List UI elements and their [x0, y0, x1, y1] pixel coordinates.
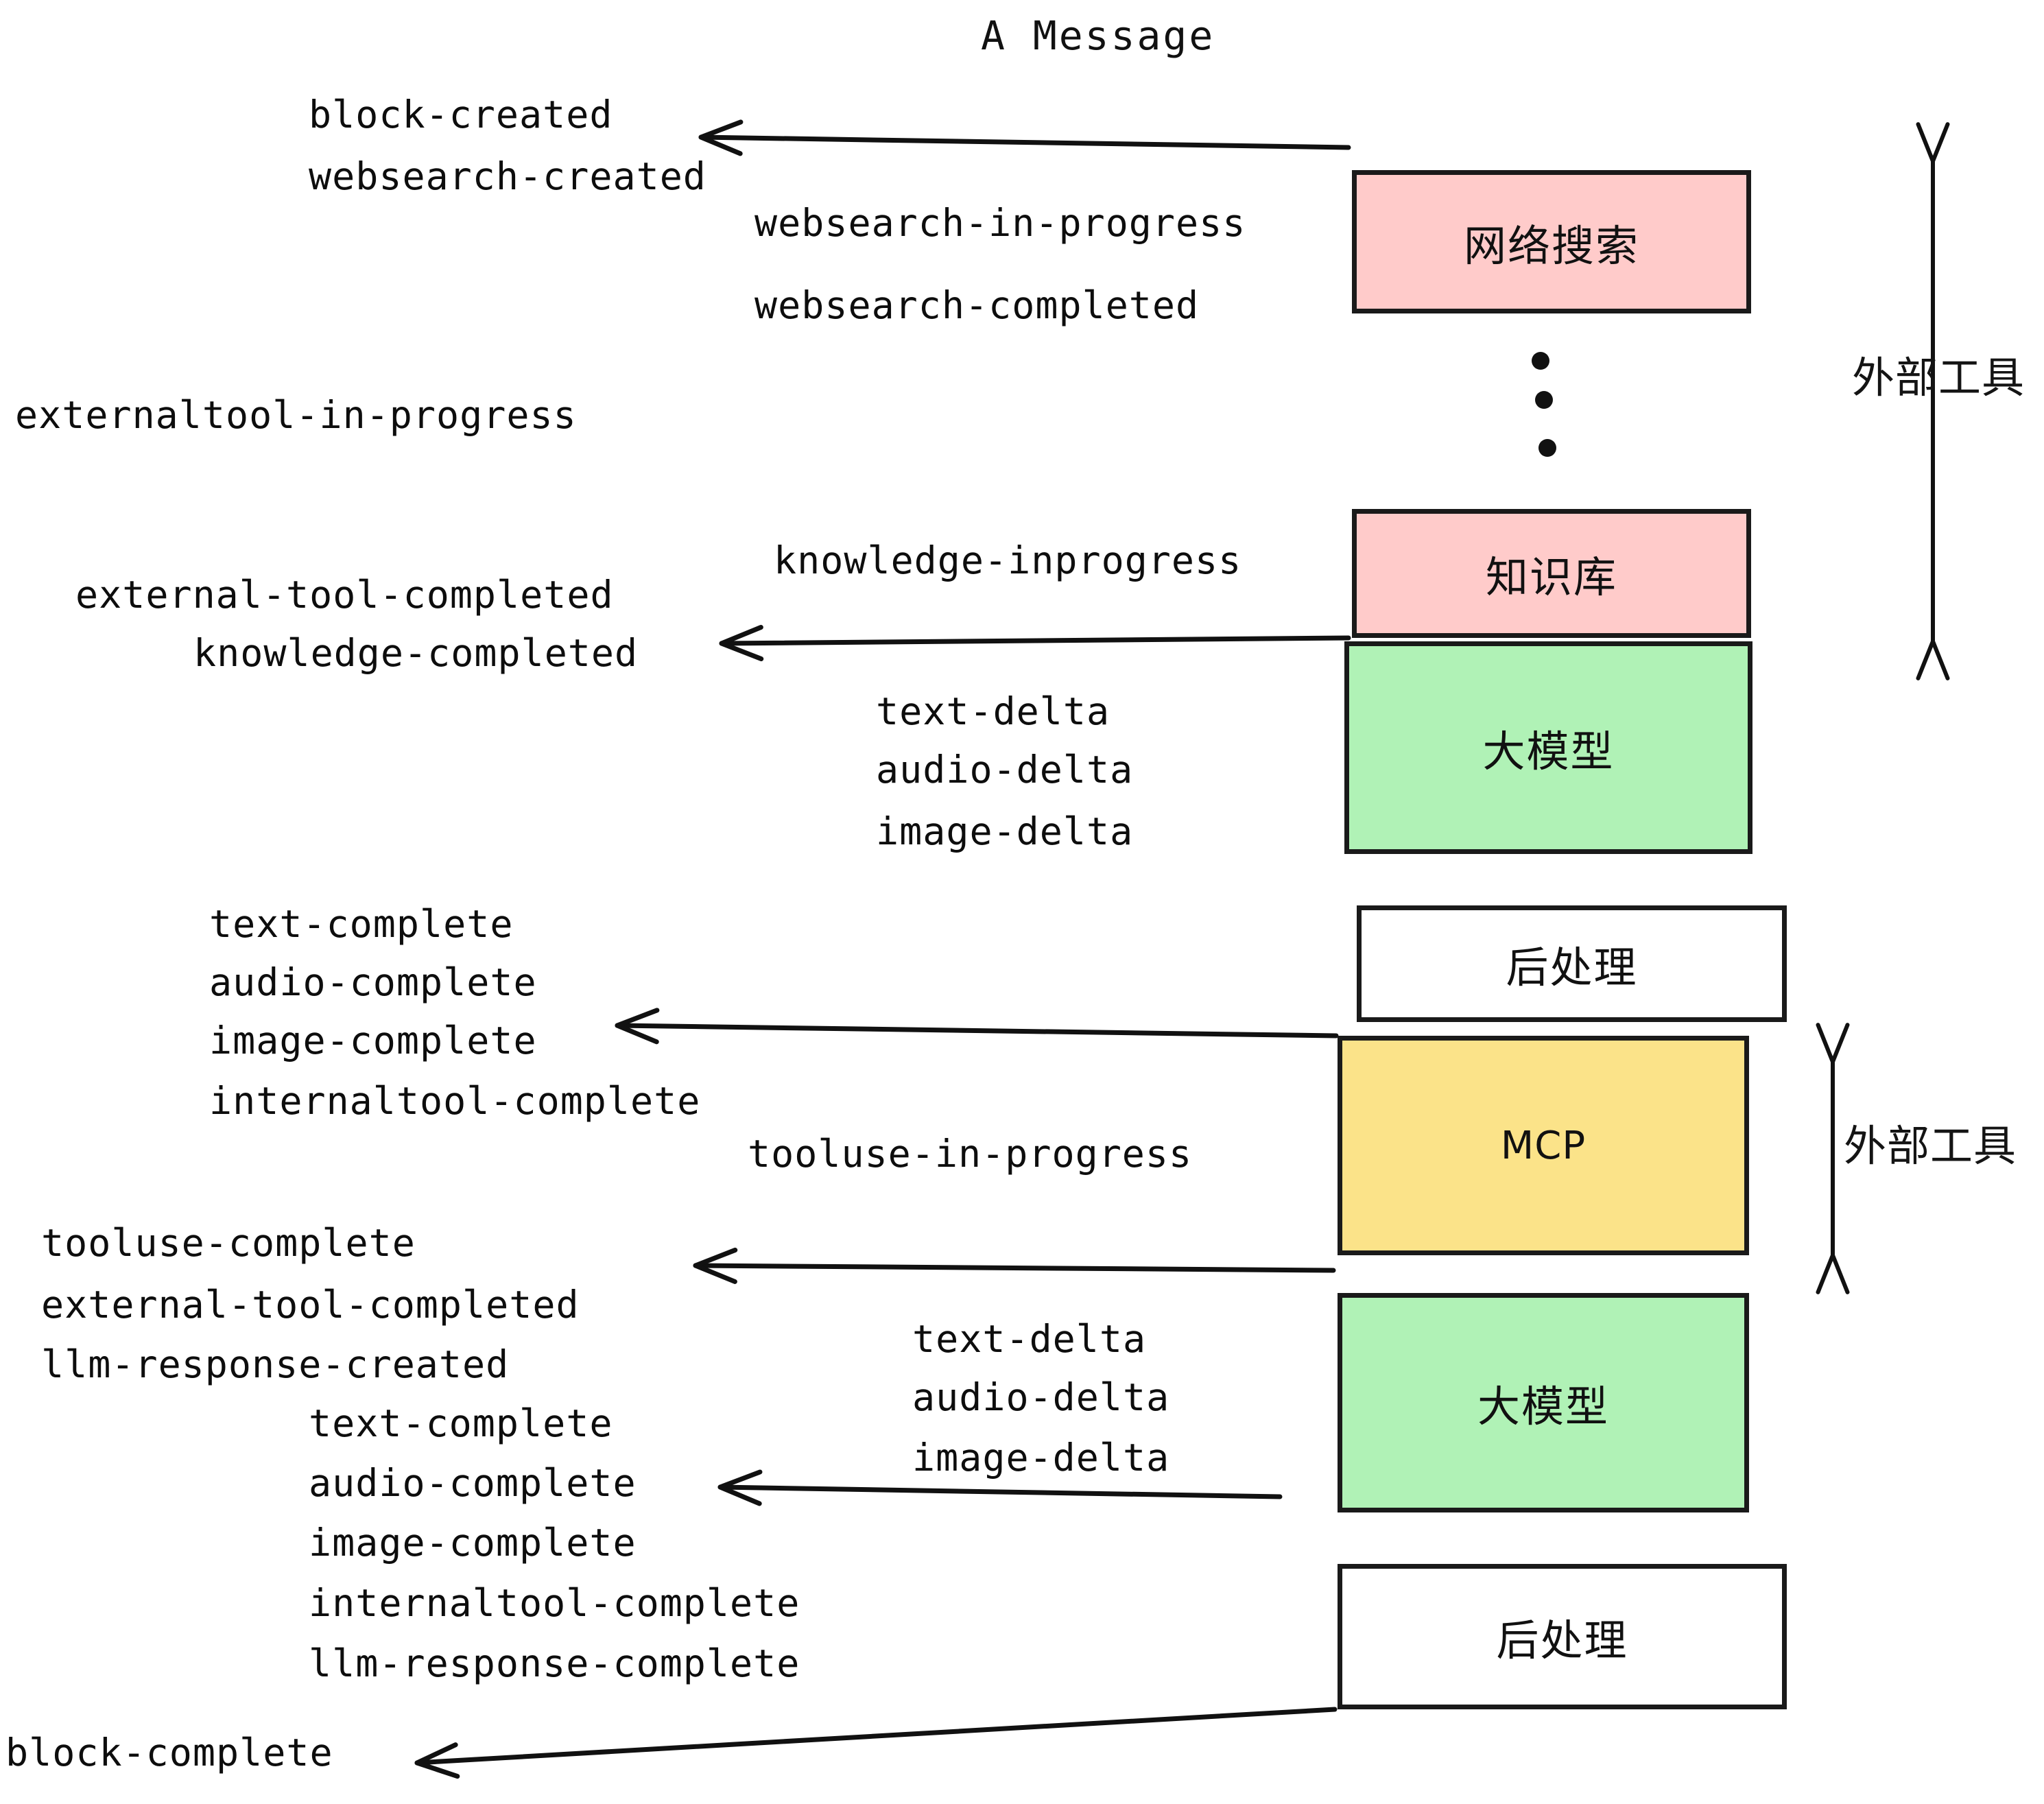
arrowhead-arrow-image-complete [615, 1008, 660, 1045]
arrow-arrow-tooluse-complete [693, 1263, 1336, 1273]
arrowhead-arrow-block-complete [414, 1742, 460, 1779]
event-label-externaltool-in-progress: externaltool-in-progress [15, 393, 577, 437]
event-label-tooluse-complete: tooluse-complete [41, 1221, 416, 1265]
event-label-image-delta-2: image-delta [912, 1436, 1170, 1480]
side-label-external-tools-top: 外部工具 [1852, 353, 2025, 403]
arrowhead-up-external-tools-arrow-top [1916, 122, 1950, 163]
arrowhead-down-external-tools-arrow-top [1916, 639, 1950, 680]
box-postprocess-1: 后处理 [1357, 905, 1787, 1022]
event-label-knowledge-inprogress: knowledge-inprogress [774, 538, 1242, 582]
box-label: 大模型 [1477, 1381, 1609, 1432]
event-label-llm-response-complete: llm-response-complete [309, 1641, 800, 1685]
box-label: 后处理 [1496, 1615, 1628, 1665]
box-llm-1: 大模型 [1344, 641, 1752, 854]
ellipsis-dot-1 [1532, 352, 1549, 370]
box-label: 知识库 [1485, 552, 1617, 602]
event-label-block-complete: block-complete [5, 1731, 333, 1775]
box-mcp: MCP [1338, 1036, 1749, 1255]
arrowhead-arrow-audio-complete [717, 1469, 763, 1506]
event-label-websearch-created: websearch-created [309, 154, 706, 198]
event-label-text-complete-2: text-complete [309, 1401, 613, 1445]
ellipsis-dot-2 [1535, 391, 1553, 409]
event-label-tooluse-in-progress: tooluse-in-progress [748, 1132, 1193, 1176]
event-label-audio-delta-2: audio-delta [912, 1375, 1170, 1419]
event-label-audio-complete-1: audio-complete [209, 960, 537, 1004]
box-knowledge: 知识库 [1352, 509, 1751, 638]
arrow-arrow-block-complete [414, 1707, 1338, 1766]
box-llm-2: 大模型 [1338, 1293, 1749, 1512]
event-label-websearch-in-progress: websearch-in-progress [754, 201, 1246, 245]
event-label-audio-complete-2: audio-complete [309, 1461, 637, 1505]
event-label-internaltool-complete-1: internaltool-complete [209, 1079, 701, 1123]
box-label: 后处理 [1506, 942, 1638, 993]
arrowhead-up-external-tools-arrow-bottom [1816, 1023, 1850, 1064]
side-label-external-tools-bottom: 外部工具 [1844, 1121, 2017, 1171]
event-label-image-complete-2: image-complete [309, 1521, 637, 1565]
arrowhead-arrow-block-created [698, 119, 744, 156]
event-label-block-created: block-created [309, 93, 613, 137]
event-label-websearch-completed: websearch-completed [754, 283, 1200, 327]
box-websearch: 网络搜索 [1352, 170, 1751, 313]
event-label-audio-delta-1: audio-delta [876, 748, 1134, 792]
arrow-arrow-block-created [698, 134, 1351, 150]
ellipsis-dot-3 [1538, 439, 1556, 457]
event-label-image-delta-1: image-delta [876, 809, 1134, 853]
event-label-llm-response-created: llm-response-created [41, 1342, 510, 1386]
arrow-arrow-knowledge-completed [719, 635, 1351, 646]
box-label: 网络搜索 [1463, 220, 1639, 271]
event-label-external-tool-completed-1: external-tool-completed [75, 573, 614, 617]
arrowhead-arrow-knowledge-completed [719, 625, 764, 661]
event-label-text-delta-2: text-delta [912, 1317, 1147, 1361]
event-label-text-complete-1: text-complete [209, 902, 514, 946]
box-label: MCP [1500, 1123, 1587, 1168]
event-label-internaltool-complete-2: internaltool-complete [309, 1581, 800, 1625]
box-postprocess-2: 后处理 [1338, 1564, 1787, 1709]
arrowhead-arrow-tooluse-complete [693, 1247, 738, 1284]
event-label-external-tool-completed-2: external-tool-completed [41, 1283, 580, 1327]
arrow-arrow-audio-complete [717, 1484, 1283, 1499]
event-label-text-delta-1: text-delta [876, 689, 1110, 733]
event-label-knowledge-completed: knowledge-completed [193, 631, 639, 675]
event-label-image-complete-1: image-complete [209, 1019, 537, 1063]
arrowhead-down-external-tools-arrow-bottom [1816, 1253, 1850, 1294]
arrow-arrow-image-complete [615, 1023, 1339, 1039]
page-title: A Message [981, 12, 1215, 59]
box-label: 大模型 [1482, 726, 1615, 776]
